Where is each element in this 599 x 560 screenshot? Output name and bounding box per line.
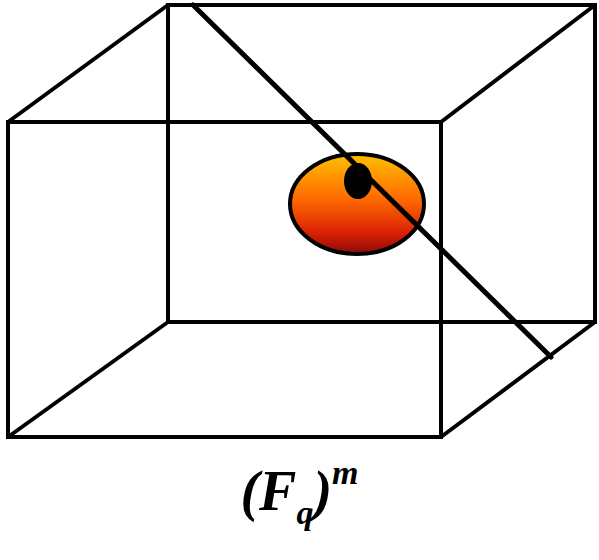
formula-text: (F xyxy=(240,460,296,522)
formula-text: ) xyxy=(313,460,332,522)
back-face xyxy=(168,5,595,322)
cube-edge xyxy=(441,322,595,437)
gradient-ellipse xyxy=(290,154,424,254)
cube-edge xyxy=(441,5,595,122)
front-face xyxy=(8,122,441,437)
subscript: q xyxy=(296,494,313,531)
black-dot xyxy=(344,163,372,199)
cube-edge xyxy=(8,5,168,122)
cube-edge xyxy=(8,322,168,437)
diagonal-line xyxy=(193,5,551,357)
superscript: m xyxy=(332,454,358,491)
formula-caption: (Fq)m xyxy=(0,452,599,530)
